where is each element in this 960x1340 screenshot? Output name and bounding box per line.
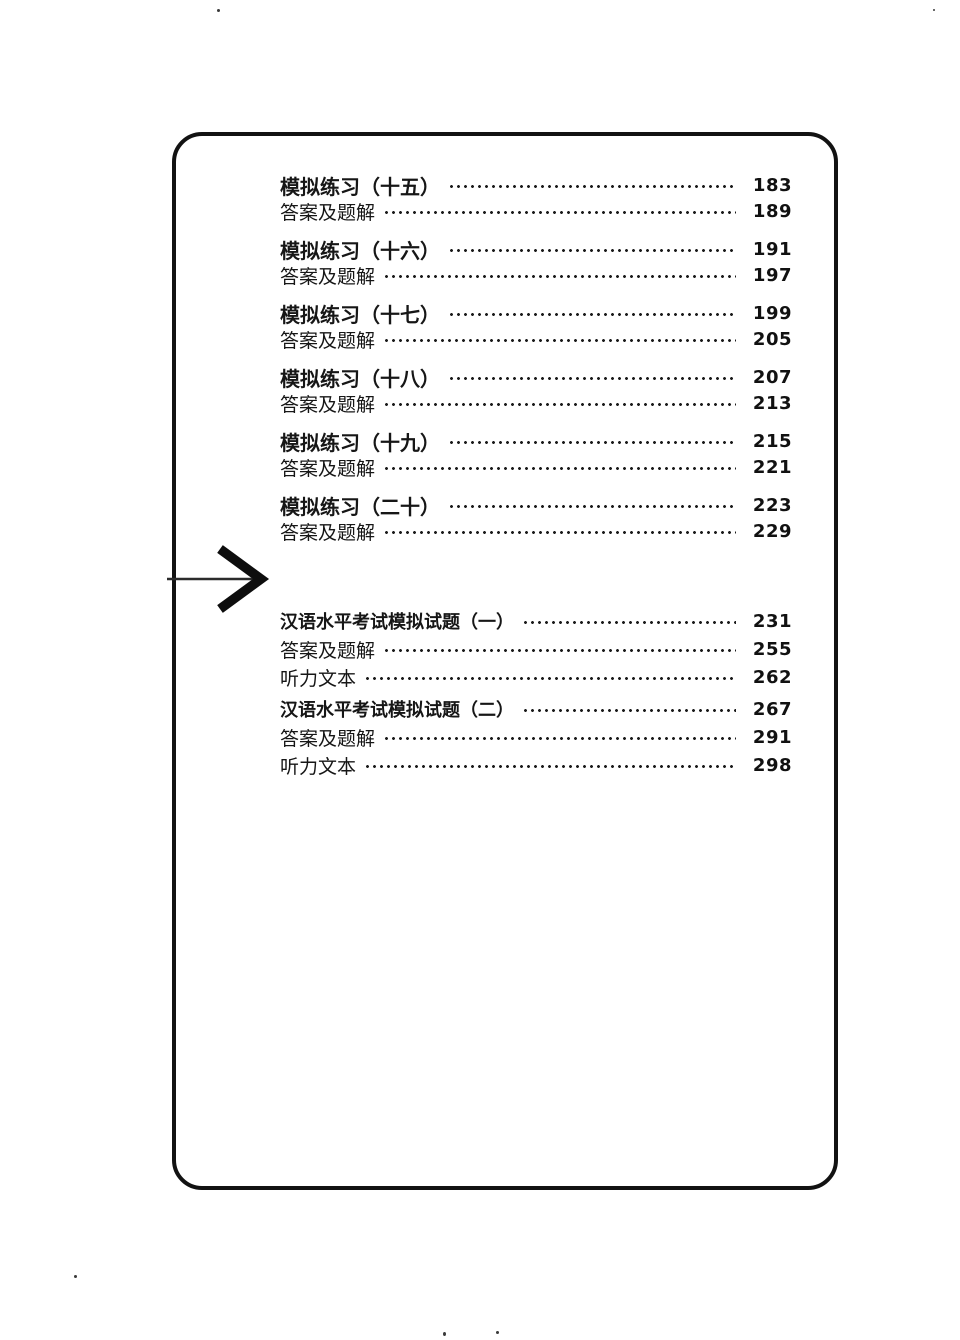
toc-entry-page-number: 199 (752, 302, 792, 324)
toc-entry: 模拟练习（十六） 191 (280, 236, 792, 263)
scan-speck (496, 1331, 499, 1334)
toc-group: 模拟练习（十六） 191 答案及题解 197 (280, 236, 792, 288)
dot-leader (448, 311, 736, 317)
toc-entry-label: 模拟练习（十九） (280, 432, 440, 455)
toc-entry-label: 答案及题解 (280, 266, 376, 288)
toc-entry: 答案及题解 189 (280, 198, 792, 224)
toc-entry-page-number: 215 (752, 430, 792, 452)
toc-entry: 答案及题解 229 (280, 518, 792, 544)
toc-entry-page-number: 221 (752, 456, 792, 478)
page-border-frame: 模拟练习（十五） 183 答案及题解 189 模拟练习（十六） 191 答案 (167, 132, 838, 1190)
toc-entry-page-number: 205 (752, 328, 792, 350)
dot-leader (383, 735, 736, 741)
toc-entry-label: 答案及题解 (280, 394, 376, 416)
toc-entry-page-number: 262 (752, 666, 792, 688)
toc-entry-page-number: 298 (752, 754, 792, 776)
toc-entry: 听力文本 298 (280, 752, 792, 778)
toc-entry-page-number: 197 (752, 264, 792, 286)
toc-entry-label: 答案及题解 (280, 458, 376, 480)
dot-leader (383, 529, 736, 535)
toc-entry-label: 答案及题解 (280, 640, 376, 662)
toc-entry-page-number: 291 (752, 726, 792, 748)
toc-entry-page-number: 255 (752, 638, 792, 660)
scan-speck (74, 1275, 77, 1278)
toc-entry-label: 答案及题解 (280, 522, 376, 544)
toc-entry: 答案及题解 197 (280, 262, 792, 288)
toc-entry-label: 模拟练习（二十） (280, 496, 440, 519)
toc-entry-page-number: 207 (752, 366, 792, 388)
toc-entry-page-number: 231 (752, 610, 792, 632)
dot-leader (448, 183, 736, 189)
toc-entry-page-number: 267 (752, 698, 792, 720)
toc-entry: 模拟练习（十九） 215 (280, 428, 792, 455)
toc-entry: 汉语水平考试模拟试题（二） 267 (280, 696, 792, 722)
dot-leader (448, 503, 736, 509)
toc-entry-page-number: 189 (752, 200, 792, 222)
dot-leader (522, 619, 736, 625)
toc-entry: 答案及题解 221 (280, 454, 792, 480)
toc-entry-label: 听力文本 (280, 756, 357, 778)
toc-entry-label: 模拟练习（十五） (280, 176, 440, 199)
toc-entry-page-number: 223 (752, 494, 792, 516)
toc-entry-label: 答案及题解 (280, 728, 376, 750)
toc-entry-label: 答案及题解 (280, 202, 376, 224)
toc-entry: 答案及题解 213 (280, 390, 792, 416)
dot-leader (383, 209, 736, 215)
toc-entry-page-number: 213 (752, 392, 792, 414)
dot-leader (364, 763, 736, 769)
toc-entry: 答案及题解 205 (280, 326, 792, 352)
dot-leader (383, 337, 736, 343)
toc-group: 模拟练习（十九） 215 答案及题解 221 (280, 428, 792, 480)
scan-speck (217, 9, 220, 12)
toc-group: 汉语水平考试模拟试题（一） 231 答案及题解 255 听力文本 262 (280, 608, 792, 690)
scan-speck (443, 1332, 446, 1336)
toc-entry: 模拟练习（十七） 199 (280, 300, 792, 327)
toc-entry: 汉语水平考试模拟试题（一） 231 (280, 608, 792, 634)
table-of-contents: 模拟练习（十五） 183 答案及题解 189 模拟练习（十六） 191 答案 (176, 136, 834, 778)
toc-group: 模拟练习（十八） 207 答案及题解 213 (280, 364, 792, 416)
toc-entry: 听力文本 262 (280, 664, 792, 690)
toc-entry: 模拟练习（十五） 183 (280, 172, 792, 199)
toc-entry-page-number: 183 (752, 174, 792, 196)
toc-entry-page-number: 229 (752, 520, 792, 542)
scan-speck (933, 9, 935, 11)
dot-leader (383, 273, 736, 279)
toc-group: 模拟练习（十五） 183 答案及题解 189 (280, 172, 792, 224)
dot-leader (448, 439, 736, 445)
toc-entry: 答案及题解 255 (280, 636, 792, 662)
toc-entry-label: 汉语水平考试模拟试题（一） (280, 612, 514, 632)
dot-leader (448, 375, 736, 381)
toc-group: 汉语水平考试模拟试题（二） 267 答案及题解 291 听力文本 298 (280, 696, 792, 778)
toc-entry-page-number: 191 (752, 238, 792, 260)
toc-entry-label: 模拟练习（十七） (280, 304, 440, 327)
dot-leader (448, 247, 736, 253)
toc-entry-label: 模拟练习（十六） (280, 240, 440, 263)
dot-leader (364, 675, 736, 681)
toc-entry: 模拟练习（十八） 207 (280, 364, 792, 391)
toc-entry-label: 模拟练习（十八） (280, 368, 440, 391)
arrow-right-icon (167, 545, 270, 613)
toc-group: 模拟练习（二十） 223 答案及题解 229 (280, 492, 792, 544)
toc-group: 模拟练习（十七） 199 答案及题解 205 (280, 300, 792, 352)
dot-leader (383, 401, 736, 407)
toc-entry-label: 答案及题解 (280, 330, 376, 352)
toc-section-mock-tests: 汉语水平考试模拟试题（一） 231 答案及题解 255 听力文本 262 (280, 608, 792, 778)
dot-leader (383, 465, 736, 471)
toc-entry-label: 听力文本 (280, 668, 357, 690)
dot-leader (522, 707, 736, 713)
toc-entry: 答案及题解 291 (280, 724, 792, 750)
toc-entry-label: 汉语水平考试模拟试题（二） (280, 700, 514, 720)
dot-leader (383, 647, 736, 653)
toc-entry: 模拟练习（二十） 223 (280, 492, 792, 519)
